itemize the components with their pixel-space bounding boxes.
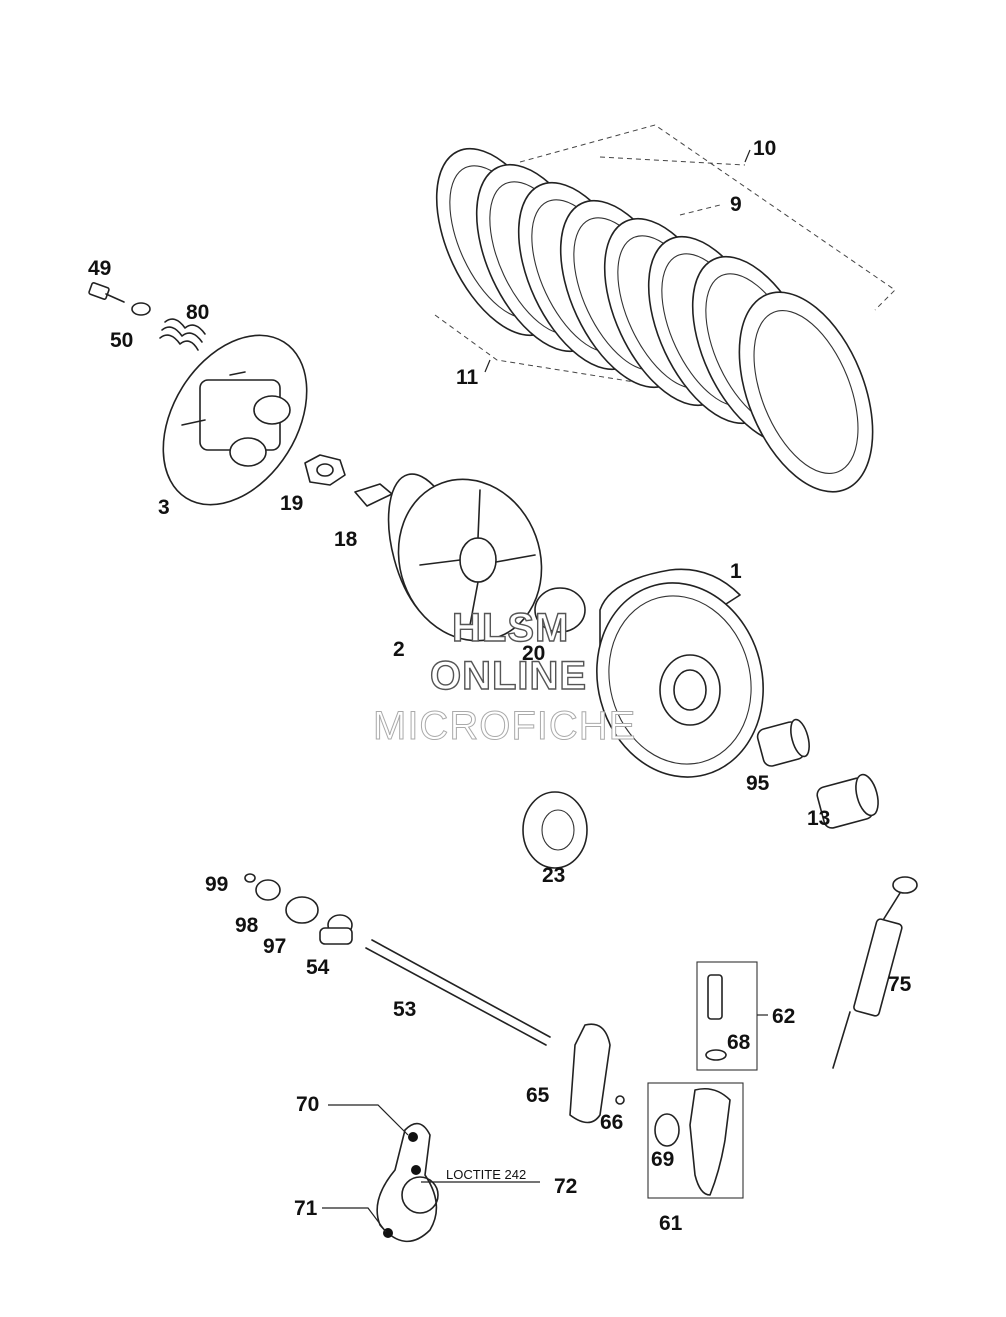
callout-1: 1 (730, 560, 742, 583)
needle-bearing-and-bushing (756, 718, 879, 829)
bleeder-kit-box (696, 961, 768, 1071)
callout-54: 54 (306, 956, 330, 979)
callout-53: 53 (393, 998, 417, 1021)
callout-75: 75 (888, 973, 912, 996)
callout-13: 13 (807, 807, 831, 830)
clutch-disc-stack (434, 124, 896, 493)
callout-97: 97 (263, 935, 287, 958)
loctite-note: LOCTITE 242 (446, 1167, 527, 1182)
callout-99: 99 (205, 873, 229, 896)
callout-10: 10 (753, 137, 777, 160)
primary-gear (522, 791, 588, 869)
callout-71: 71 (294, 1197, 318, 1220)
callout-9: 9 (730, 193, 742, 216)
watermark-line-2: ONLINE (429, 654, 588, 698)
watermark-line-1: HLSM (451, 606, 570, 650)
callout-49: 49 (88, 257, 112, 280)
callout-23: 23 (542, 864, 566, 887)
pressure-plate (162, 334, 308, 506)
watermark-line-3: MICROFICHE (372, 704, 637, 748)
callout-11: 11 (456, 366, 479, 389)
gasket (569, 1023, 625, 1124)
push-rod-bearing-parts (244, 873, 353, 945)
callout-70: 70 (296, 1093, 320, 1116)
callout-2: 2 (393, 638, 405, 661)
callout-19: 19 (280, 492, 304, 515)
callout-61: 61 (659, 1212, 683, 1235)
callout-66: 66 (600, 1111, 624, 1134)
callout-18: 18 (334, 528, 358, 551)
callout-69: 69 (651, 1148, 675, 1171)
bleed-syringe (832, 876, 918, 1069)
callout-50: 50 (110, 329, 134, 352)
callout-68: 68 (727, 1031, 751, 1054)
bolt-washer-spring (88, 282, 206, 351)
callout-98: 98 (235, 914, 259, 937)
slave-cylinder-box (647, 1082, 744, 1199)
nut-and-lock-washer (304, 454, 393, 507)
callout-20: 20 (522, 642, 546, 665)
clutch-hub (387, 473, 543, 642)
slave-cylinder-bracket (322, 1104, 540, 1243)
callout-65: 65 (526, 1084, 550, 1107)
callout-72: 72 (554, 1175, 578, 1198)
callout-62: 62 (772, 1005, 796, 1028)
callout-95: 95 (746, 772, 770, 795)
thrust-washer (534, 587, 586, 633)
clutch-basket (596, 568, 764, 778)
push-rod (365, 939, 551, 1046)
callout-3: 3 (158, 496, 170, 519)
callout-80: 80 (186, 301, 210, 324)
